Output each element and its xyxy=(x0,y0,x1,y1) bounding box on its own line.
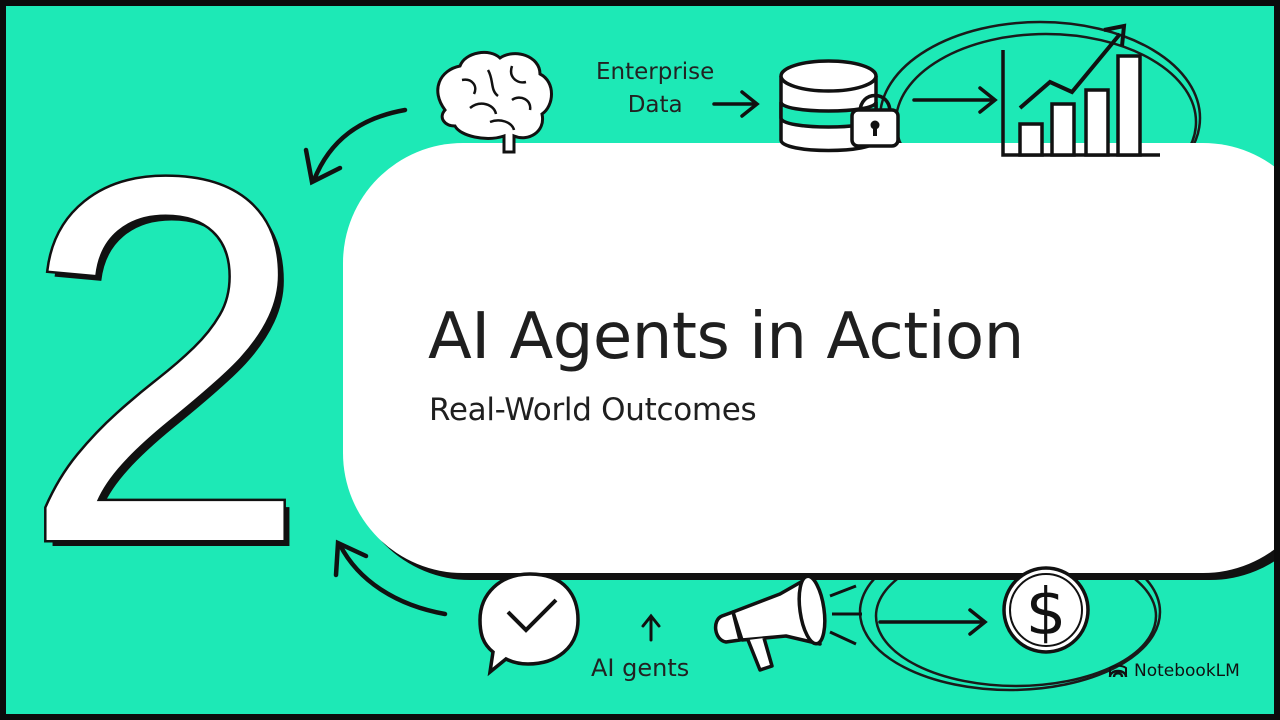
curved-arrow-top-left xyxy=(303,107,408,186)
slide-title: AI Agents in Action xyxy=(428,300,1024,374)
slide-subtitle: Real-World Outcomes xyxy=(429,392,757,428)
brain-icon xyxy=(436,50,553,154)
brand-name: NotebookLM xyxy=(1134,661,1240,681)
slide-number-face: 2 xyxy=(20,70,309,651)
ai-agents-label: AI gents xyxy=(591,654,690,682)
enterprise-label-line1: Enterprise xyxy=(596,59,715,85)
slide-number: 2 xyxy=(26,76,315,657)
dollar-sign: $ xyxy=(1026,576,1067,650)
checkmark-bubble-icon xyxy=(478,572,580,677)
brand-badge: NotebookLM xyxy=(1108,660,1240,682)
notebooklm-logo-icon xyxy=(1108,664,1128,678)
growth-chart-icon xyxy=(1001,23,1160,157)
dollar-coin-icon xyxy=(1002,566,1090,654)
up-arrow xyxy=(641,613,661,642)
database-lock-icon xyxy=(779,59,900,153)
title-panel xyxy=(343,143,1280,573)
arrow-to-chart xyxy=(912,86,998,114)
enterprise-data-label: Enterprise Data xyxy=(596,56,714,122)
arrow-to-dollar xyxy=(878,608,988,636)
curved-arrow-bottom-left xyxy=(333,539,448,617)
enterprise-label-line2: Data xyxy=(627,92,683,118)
megaphone-icon xyxy=(713,574,862,672)
arrow-to-database xyxy=(712,90,760,118)
